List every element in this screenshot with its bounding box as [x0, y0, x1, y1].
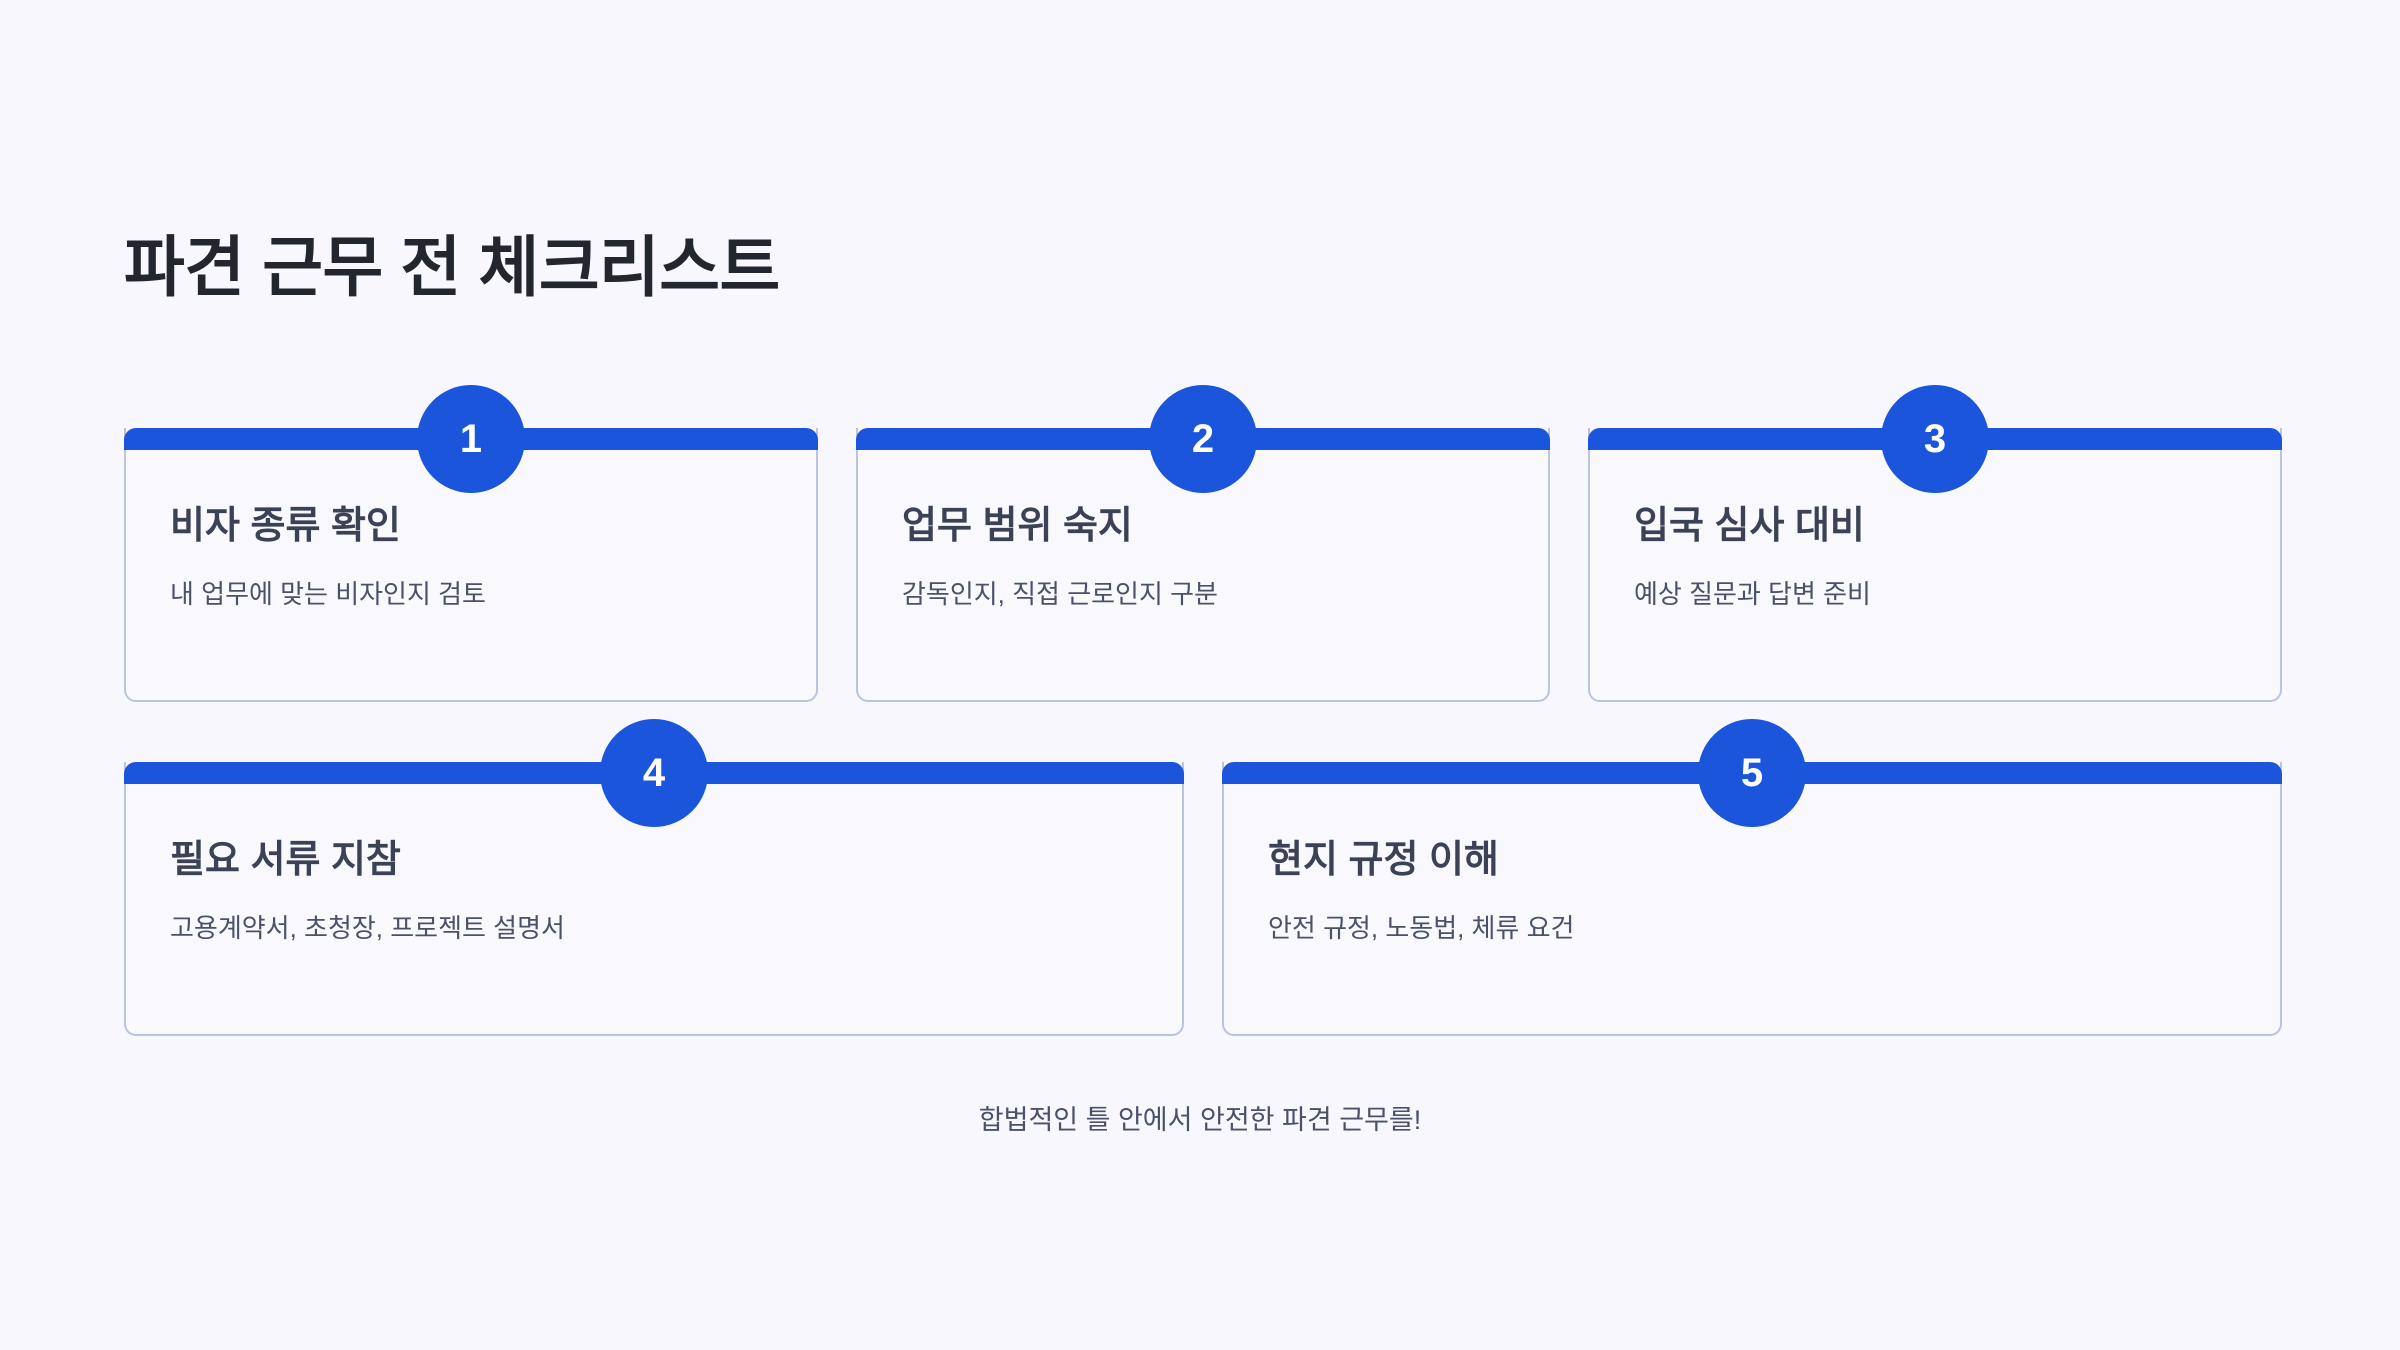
- step-number-badge: 5: [1698, 719, 1806, 827]
- footer-note: 합법적인 틀 안에서 안전한 파견 근무를!: [978, 1105, 1422, 1135]
- step-card-title: 업무 범위 숙지: [902, 505, 1133, 547]
- step-card-1[interactable]: 1 비자 종류 확인 내 업무에 맞는 비자인지 검토: [124, 385, 818, 702]
- step-card-title: 현지 규정 이해: [1268, 839, 1499, 881]
- step-number-badge: 3: [1881, 385, 1989, 493]
- step-number-badge: 2: [1149, 385, 1257, 493]
- step-card-3[interactable]: 3 입국 심사 대비 예상 질문과 답변 준비: [1588, 385, 2282, 702]
- step-number-badge: 4: [600, 719, 708, 827]
- step-card-5[interactable]: 5 현지 규정 이해 안전 규정, 노동법, 체류 요건: [1222, 719, 2282, 1036]
- step-card-2[interactable]: 2 업무 범위 숙지 감독인지, 직접 근로인지 구분: [856, 385, 1550, 702]
- step-card-description: 내 업무에 맞는 비자인지 검토: [170, 579, 486, 610]
- card-row-1: 1 비자 종류 확인 내 업무에 맞는 비자인지 검토 2 업무 범위 숙지 감…: [124, 385, 2282, 702]
- step-card-description: 예상 질문과 답변 준비: [1634, 579, 1871, 610]
- step-card-title: 필요 서류 지참: [170, 839, 401, 881]
- step-number-badge: 1: [417, 385, 525, 493]
- page-title: 파견 근무 전 체크리스트: [124, 230, 780, 305]
- step-card-title: 입국 심사 대비: [1634, 505, 1865, 547]
- step-card-4[interactable]: 4 필요 서류 지참 고용계약서, 초청장, 프로젝트 설명서: [124, 719, 1184, 1036]
- step-card-title: 비자 종류 확인: [170, 505, 401, 547]
- step-card-description: 감독인지, 직접 근로인지 구분: [902, 579, 1218, 610]
- cards-container: 1 비자 종류 확인 내 업무에 맞는 비자인지 검토 2 업무 범위 숙지 감…: [124, 385, 2282, 1096]
- step-card-description: 고용계약서, 초청장, 프로젝트 설명서: [170, 913, 565, 944]
- step-card-description: 안전 규정, 노동법, 체류 요건: [1268, 913, 1575, 944]
- card-row-2: 4 필요 서류 지참 고용계약서, 초청장, 프로젝트 설명서 5 현지 규정 …: [124, 719, 2282, 1036]
